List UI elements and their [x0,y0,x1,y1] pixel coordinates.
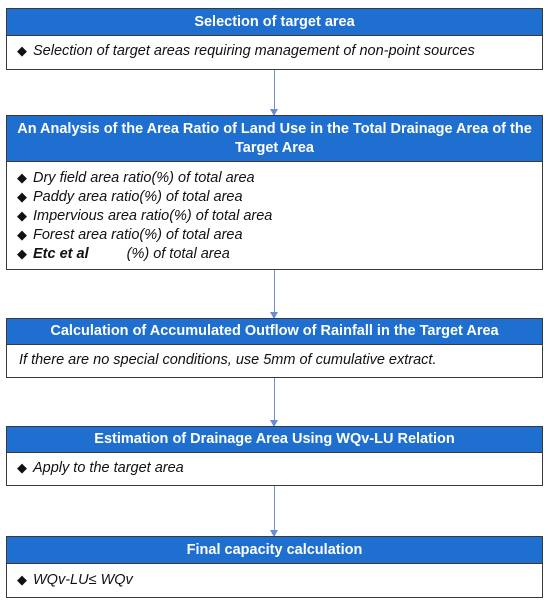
step-title-selection: Selection of target area [7,9,542,36]
list-item: ◆ WQv-LU≤ WQv [17,570,532,589]
diamond-bullet-icon: ◆ [17,459,27,475]
step-body-drainage-estimation: ◆ Apply to the target area [7,453,542,480]
step-title-land-use-analysis: An Analysis of the Area Ratio of Land Us… [7,116,542,162]
list-item: ◆ Impervious area ratio(%) of total area [17,206,532,225]
step-box-final-capacity: Final capacity calculation ◆ WQv-LU≤ WQv [6,536,543,598]
arrow-head-icon [270,530,278,537]
diamond-bullet-icon: ◆ [17,169,27,185]
list-item: ◆ Paddy area ratio(%) of total area [17,187,532,206]
step-box-rainfall-outflow: Calculation of Accumulated Outflow of Ra… [6,318,543,378]
step-box-selection: Selection of target area ◆ Selection of … [6,8,543,70]
arrow-head-icon [270,312,278,319]
step-title-final-capacity: Final capacity calculation [7,537,542,564]
step-body-final-capacity: ◆ WQv-LU≤ WQv [7,564,542,592]
step-box-drainage-estimation: Estimation of Drainage Area Using WQv-LU… [6,426,543,486]
diamond-bullet-icon: ◆ [17,42,27,58]
diamond-bullet-icon: ◆ [17,245,27,261]
flow-arrow-2 [270,270,278,319]
arrow-head-icon [270,109,278,116]
diamond-bullet-icon: ◆ [17,571,27,587]
list-item-etc-text: (%) of total area [126,245,230,262]
list-item-etc-label: Etc et al [33,245,89,262]
step-title-drainage-estimation: Estimation of Drainage Area Using WQv-LU… [7,427,542,453]
step-text: If there are no special conditions, use … [19,351,437,368]
flow-arrow-3 [270,378,278,427]
list-item-text: Impervious area ratio(%) of total area [33,207,273,224]
diamond-bullet-icon: ◆ [17,207,27,223]
list-item-text: Selection of target areas requiring mana… [33,42,475,59]
step-body-rainfall-outflow: If there are no special conditions, use … [7,345,542,372]
step-box-land-use-analysis: An Analysis of the Area Ratio of Land Us… [6,115,543,270]
list-item: ◆ Dry field area ratio(%) of total area [17,168,532,187]
flow-arrow-1 [270,70,278,116]
step-body-selection: ◆ Selection of target areas requiring ma… [7,36,542,63]
list-item: ◆ Selection of target areas requiring ma… [17,41,532,60]
step-title-rainfall-outflow: Calculation of Accumulated Outflow of Ra… [7,319,542,345]
step-body-land-use-analysis: ◆ Dry field area ratio(%) of total area … [7,162,542,266]
diamond-bullet-icon: ◆ [17,188,27,204]
flow-arrow-4 [270,486,278,537]
list-item-text: Apply to the target area [33,459,184,476]
list-item-text: Paddy area ratio(%) of total area [33,188,243,205]
list-item: ◆ Etc et al (%) of total area [17,244,532,263]
list-item: ◆ Forest area ratio(%) of total area [17,225,532,244]
list-item: ◆ Apply to the target area [17,458,532,477]
diamond-bullet-icon: ◆ [17,226,27,242]
list-item-text: Forest area ratio(%) of total area [33,226,243,243]
arrow-head-icon [270,420,278,427]
list-item-text: WQv-LU≤ WQv [33,571,133,588]
list-item-text: Dry field area ratio(%) of total area [33,169,255,186]
